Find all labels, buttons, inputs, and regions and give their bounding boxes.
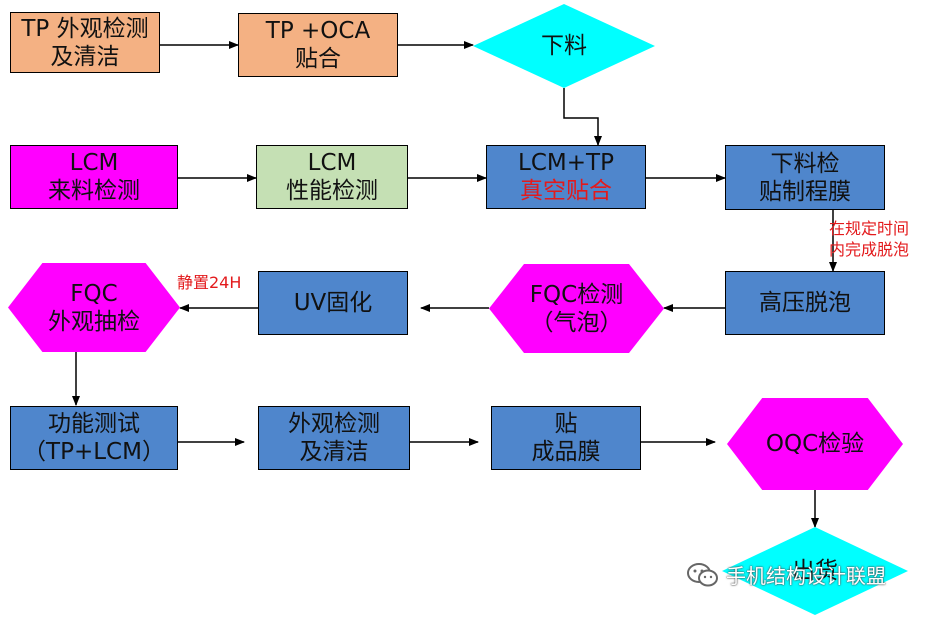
node-func-test-line1: 功能测试 [48, 411, 140, 437]
node-film-line2: 成品膜 [531, 439, 601, 465]
node-fqc-sample-line1: FQC [70, 280, 118, 307]
watermark-text: 手机结构设计联盟 [726, 564, 886, 588]
node-tp-inspect-line1: TP 外观检测 [21, 15, 149, 42]
node-oqc: OQC检验 [727, 398, 903, 490]
node-fqc-bubble-line2: （气泡） [530, 309, 623, 336]
node-fqc-sample: FQC 外观抽检 [8, 263, 180, 352]
node-unload-check-line1: 下料检 [770, 150, 840, 177]
node-fqc-bubble: FQC检测 （气泡） [489, 264, 664, 353]
node-unload-check-line2: 贴制程膜 [759, 178, 851, 205]
note-defoam-time: 在规定时间 内完成脱泡 [829, 218, 909, 260]
note-defoam-time-line2: 内完成脱泡 [829, 240, 910, 259]
node-lcm-perf-line1: LCM [307, 150, 357, 176]
node-lcm-perf-line2: 性能检测 [286, 178, 378, 204]
node-lcm-tp-line1: LCM+TP [518, 150, 614, 176]
node-lcm-tp: LCM+TP 真空贴合 [486, 145, 646, 209]
node-uv-line1: UV固化 [293, 290, 373, 316]
node-fqc-sample-line2: 外观抽检 [48, 308, 140, 335]
node-lcm-incoming-line1: LCM [69, 150, 119, 176]
node-lcm-perf: LCM 性能检测 [256, 145, 408, 209]
node-unload-check: 下料检 贴制程膜 [725, 145, 885, 210]
node-autoclave: 高压脱泡 [725, 271, 885, 335]
note-defoam-time-line1: 在规定时间 [829, 219, 910, 238]
node-unload-line1: 下料 [541, 33, 587, 59]
node-lcm-incoming: LCM 来料检测 [10, 145, 178, 209]
node-func-test: 功能测试 （TP+LCM） [10, 406, 178, 470]
node-tp-oca: TP +OCA 贴合 [238, 13, 398, 77]
watermark: 手机结构设计联盟 [686, 560, 886, 589]
wechat-icon [687, 562, 718, 586]
node-lcm-incoming-line2: 来料检测 [48, 178, 140, 204]
node-final-inspect-line2: 及清洁 [299, 439, 369, 465]
arrow-unload-to-lcm-tp [563, 88, 602, 146]
node-tp-inspect-line2: 及清洁 [50, 43, 120, 70]
note-rest: 静置24H [177, 273, 242, 292]
node-func-test-line2: （TP+LCM） [23, 439, 165, 465]
node-tp-oca-line1: TP +OCA [265, 18, 371, 44]
node-final-inspect: 外观检测 及清洁 [258, 406, 410, 470]
node-fqc-bubble-line1: FQC检测 [529, 281, 624, 308]
node-film-line1: 贴 [554, 411, 578, 437]
node-final-inspect-line1: 外观检测 [288, 411, 380, 437]
node-uv: UV固化 [258, 271, 408, 335]
node-film: 贴 成品膜 [491, 406, 641, 470]
node-tp-inspect: TP 外观检测 及清洁 [10, 12, 160, 73]
node-lcm-tp-line2: 真空贴合 [520, 178, 612, 204]
node-tp-oca-line2: 贴合 [295, 46, 341, 72]
node-autoclave-line1: 高压脱泡 [759, 290, 851, 316]
node-ship-line1: 出货 [792, 558, 838, 584]
node-oqc-line1: OQC检验 [765, 431, 865, 457]
